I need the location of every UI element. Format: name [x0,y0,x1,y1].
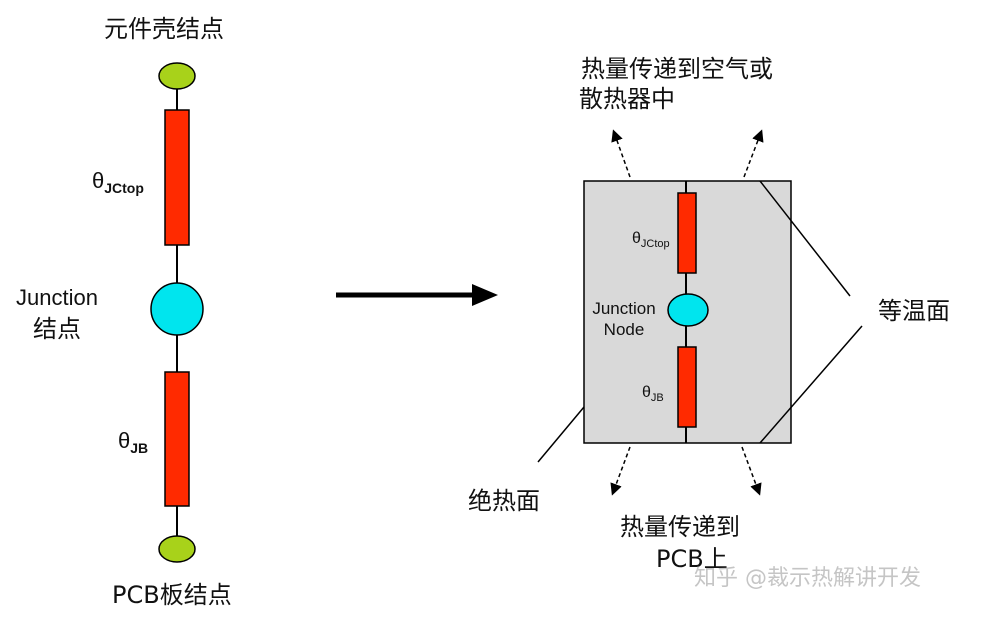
box-resistor-theta-jb [677,346,697,428]
theta-subscript: JB [650,392,664,404]
box-junction-label-line1: Junction [592,299,656,318]
theta-subscript: JCtop [640,238,670,250]
theta-subscript: JB [130,440,149,456]
junction-label-cn: 结点 [33,315,81,343]
watermark: 知乎 @裁示热解讲开发 [694,566,921,591]
isotherm-label: 等温面 [878,297,950,325]
case-node [158,62,196,90]
box-junction-node [667,293,709,327]
theta-symbol: θ [632,230,641,247]
heat-bottom-label-line1: 热量传递到 [620,513,740,541]
theta-jb-label: θJB [118,428,148,456]
box-theta-jb-label: θJB [642,384,664,405]
resistor-theta-jctop [164,109,190,246]
theta-symbol: θ [642,384,651,401]
theta-symbol: θ [92,168,105,193]
heat-top-label-line1: 热量传递到空气或 [581,55,773,83]
theta-symbol: θ [118,428,131,453]
adiabatic-leader [537,406,585,463]
isotherm-leader-top [759,180,851,297]
junction-label-en: Junction [16,285,98,310]
heat-arrow-top-right [743,129,764,178]
box-resistor-theta-jctop [677,192,697,274]
theta-jctop-label: θJCtop [92,168,144,196]
pcb-node-label: PCB板结点 [112,581,232,609]
transform-arrow-head [472,284,498,306]
heat-arrow-bottom-right [741,446,762,496]
heat-top-label-line2: 散热器中 [579,85,675,113]
adiabatic-label: 绝热面 [468,487,540,515]
heat-arrow-bottom-left [610,446,631,496]
heat-bottom-label-line2: PCB上 [656,545,728,573]
resistor-theta-jb [164,371,190,507]
theta-subscript: JCtop [104,180,144,196]
isotherm-leader-bottom [759,325,863,444]
box-theta-jctop-label: θJCtop [632,230,670,251]
heat-arrow-top-left [611,129,631,178]
box-junction-label-line2: Node [603,320,645,339]
case-node-label: 元件壳结点 [104,15,224,43]
junction-node [150,282,204,336]
pcb-node [158,535,196,563]
